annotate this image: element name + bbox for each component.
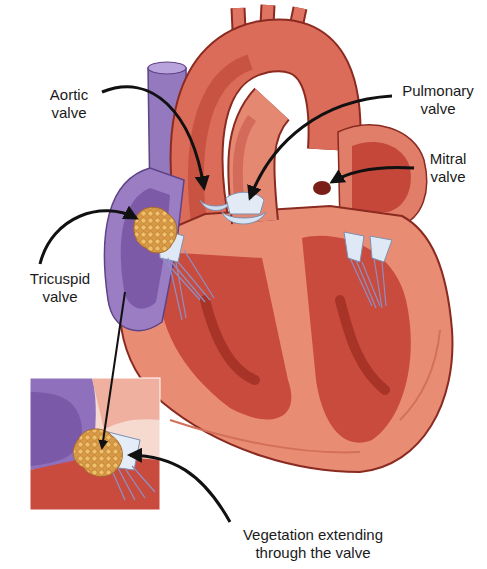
inset-view (30, 378, 160, 510)
ventricles (120, 206, 453, 472)
right-atrium (104, 168, 184, 331)
ventricles (120, 206, 453, 472)
leader-arrow (102, 292, 125, 448)
heart-valve (226, 192, 264, 214)
part-label: Aortic valve (33, 86, 105, 121)
inset-view (30, 378, 160, 510)
inset-view (73, 429, 122, 477)
inset-view (110, 466, 155, 500)
heart-valve (344, 232, 392, 262)
inset-view (30, 378, 160, 510)
leader-arrow (250, 96, 392, 198)
vegetation (134, 207, 177, 253)
right-atrium (104, 168, 184, 331)
leader-arrow (332, 168, 414, 182)
ventricles (205, 300, 385, 390)
leader-arrow (40, 211, 136, 264)
ventricles (170, 330, 440, 452)
chordae (162, 250, 214, 320)
heart-valve (158, 192, 392, 262)
part-label: Vegetation extending through the valve (218, 526, 408, 561)
left-atrium (313, 181, 331, 195)
leader-arrow (130, 455, 230, 522)
inset-view (30, 378, 160, 510)
chordae (350, 258, 386, 308)
leader-arrow (102, 87, 204, 188)
left-atrium (352, 142, 411, 212)
part-label: Tricuspid valve (20, 270, 100, 305)
inset-view (92, 378, 160, 430)
leader-arrow (40, 87, 414, 522)
vena-cava (148, 62, 186, 74)
part-label: Pulmonary valve (396, 82, 480, 117)
part-label: Mitral valve (416, 150, 480, 185)
chordae (162, 250, 386, 320)
